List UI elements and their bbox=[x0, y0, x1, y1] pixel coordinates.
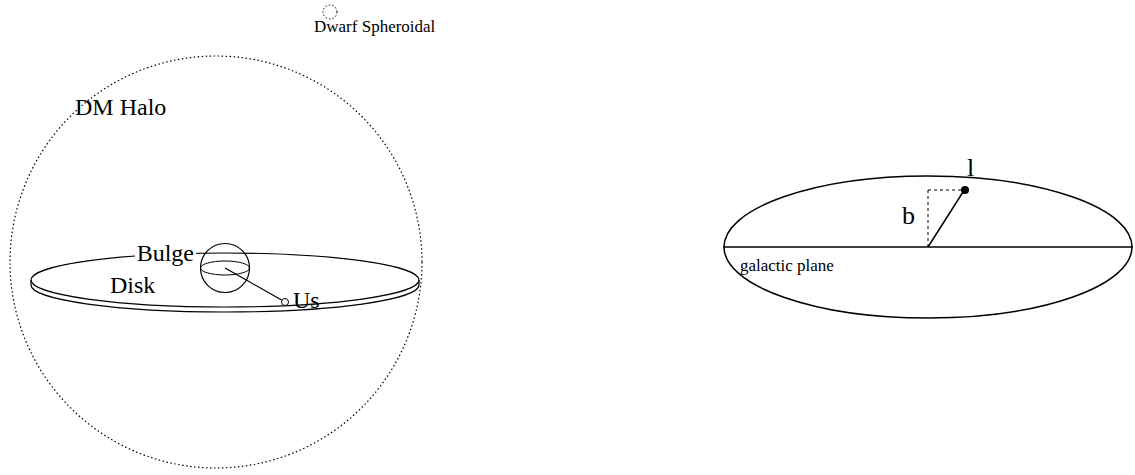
node-label: Us bbox=[293, 287, 320, 315]
bulge-sphere: Bulge bbox=[200, 243, 250, 293]
bulge-outline bbox=[201, 244, 250, 293]
latitude-dash bbox=[928, 190, 929, 247]
disk-ellipse: DiskBulgeUs bbox=[30, 252, 420, 314]
radius-spoke bbox=[225, 268, 247, 280]
node-outline bbox=[281, 298, 289, 306]
longitude-symbol: l bbox=[967, 153, 974, 183]
sky-ellipse: galactic plane bbox=[723, 175, 1133, 319]
longitude-dash bbox=[928, 190, 961, 191]
dwarf-outline bbox=[323, 5, 337, 19]
direction-line bbox=[928, 192, 963, 247]
node-outline bbox=[9, 55, 423, 469]
dwarf-circle: Dwarf Spheroidal bbox=[322, 4, 338, 20]
sun-position: Us bbox=[281, 298, 289, 306]
sky-outline bbox=[724, 176, 1132, 318]
latitude-symbol: b bbox=[902, 201, 915, 231]
node-outline bbox=[200, 243, 250, 293]
halo-outline bbox=[10, 56, 422, 468]
halo-circle: DM HaloDiskBulgeUs bbox=[9, 55, 423, 469]
node-label: galactic plane bbox=[740, 256, 834, 276]
us-outline bbox=[282, 299, 289, 306]
node-label: DM Halo bbox=[75, 94, 166, 122]
node-label: Disk bbox=[110, 272, 155, 300]
radius-line bbox=[247, 280, 282, 300]
disk-outline bbox=[31, 253, 419, 307]
node-label: Dwarf Spheroidal bbox=[314, 17, 435, 37]
node-outline bbox=[723, 175, 1133, 319]
source-dot bbox=[961, 186, 969, 194]
node-label: Bulge bbox=[135, 240, 196, 268]
